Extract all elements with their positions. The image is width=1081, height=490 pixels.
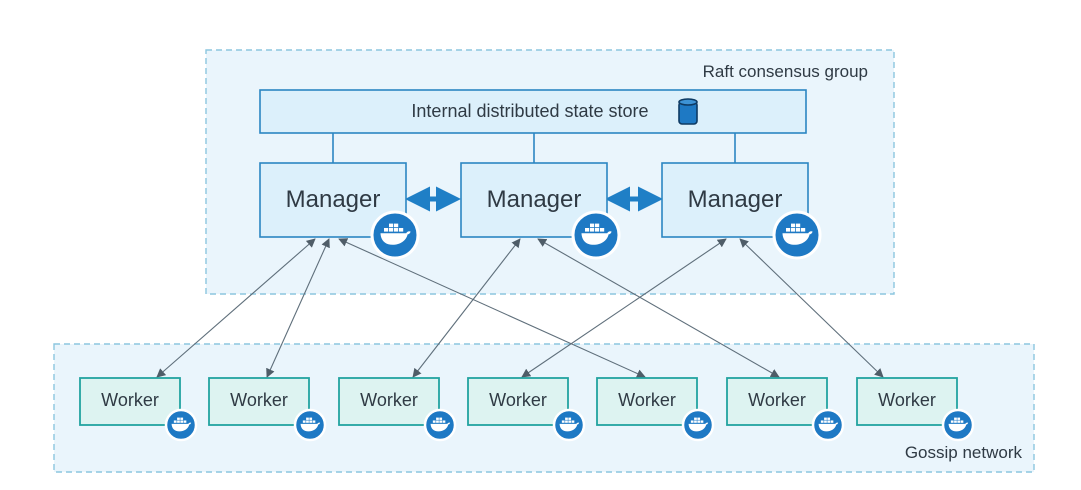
- connection-m3-w7: [739, 238, 884, 378]
- worker-node-6: Worker: [726, 377, 845, 442]
- manager-node-2: Manager: [460, 162, 621, 260]
- docker-whale-icon: [681, 408, 715, 442]
- docker-whale-icon: [941, 408, 975, 442]
- gossip-network-label: Gossip network: [905, 443, 1023, 462]
- worker-node-7: Worker: [856, 377, 975, 442]
- docker-whale-icon: [164, 408, 198, 442]
- docker-whale-icon: [293, 408, 327, 442]
- worker-node-3: Worker: [338, 377, 457, 442]
- database-icon: [678, 98, 698, 125]
- worker-node-2: Worker: [208, 377, 327, 442]
- worker-manager-connections: [156, 238, 884, 378]
- worker-label: Worker: [101, 390, 159, 410]
- docker-whale-icon: [571, 210, 621, 260]
- connection-m2-w3: [412, 238, 521, 378]
- state-store-box: [259, 89, 807, 134]
- manager-node-1: Manager: [259, 162, 420, 260]
- worker-label: Worker: [748, 390, 806, 410]
- connection-m3-w4: [521, 238, 727, 378]
- docker-whale-icon: [811, 408, 845, 442]
- docker-whale-icon: [423, 408, 457, 442]
- worker-node-1: Worker: [79, 377, 198, 442]
- connection-m1-w2: [266, 238, 330, 378]
- worker-label: Worker: [489, 390, 547, 410]
- manager-node-3: Manager: [661, 162, 822, 260]
- state-store-label: Internal distributed state store: [411, 101, 648, 121]
- worker-node-4: Worker: [467, 377, 586, 442]
- worker-label: Worker: [878, 390, 936, 410]
- worker-node-5: Worker: [596, 377, 715, 442]
- raft-group-label: Raft consensus group: [703, 62, 868, 81]
- manager-label: Manager: [286, 186, 381, 213]
- docker-whale-icon: [370, 210, 420, 260]
- worker-label: Worker: [230, 390, 288, 410]
- manager-label: Manager: [688, 186, 783, 213]
- docker-whale-icon: [552, 408, 586, 442]
- docker-whale-icon: [772, 210, 822, 260]
- worker-label: Worker: [618, 390, 676, 410]
- worker-label: Worker: [360, 390, 418, 410]
- manager-label: Manager: [487, 186, 582, 213]
